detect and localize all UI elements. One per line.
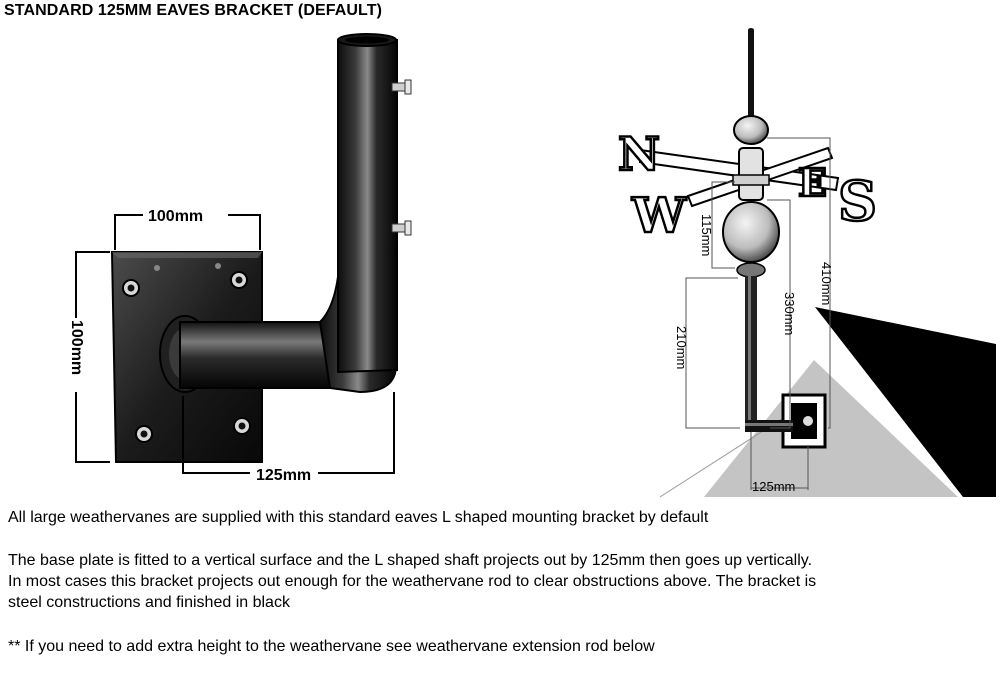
dim-410: 410mm bbox=[819, 262, 834, 305]
dim-125-vane: 125mm bbox=[752, 479, 795, 494]
set-screw-top bbox=[391, 79, 412, 95]
roof-black-shape bbox=[815, 307, 996, 497]
bracket-drawing bbox=[75, 33, 412, 474]
letter-e: E bbox=[798, 160, 827, 205]
dim-210: 210mm bbox=[674, 326, 689, 369]
letter-n: N bbox=[618, 127, 660, 181]
dim-projection: 125mm bbox=[256, 467, 311, 484]
dim-115: 115mm bbox=[699, 214, 714, 256]
description-line-2: In most cases this bracket projects out … bbox=[8, 573, 817, 590]
dim-330: 330mm bbox=[782, 292, 797, 335]
extension-note: ** If you need to add extra height to th… bbox=[8, 638, 655, 655]
roof-grey-triangle bbox=[704, 360, 958, 497]
description-line-3: steel constructions and finished in blac… bbox=[8, 594, 290, 611]
vane-dimension-lines bbox=[685, 137, 831, 490]
plate-holes bbox=[122, 263, 251, 443]
dim-plate-width: 100mm bbox=[148, 208, 203, 225]
illustration: N W E S bbox=[68, 28, 996, 498]
set-screw-bottom bbox=[391, 220, 412, 236]
dim-plate-height: 100mm bbox=[68, 320, 85, 375]
page-title: STANDARD 125MM EAVES BRACKET (DEFAULT) bbox=[4, 2, 383, 19]
bracket-dimension-lines bbox=[75, 214, 395, 474]
weathervane-drawing: N W E S bbox=[617, 28, 996, 498]
letter-w: W bbox=[631, 188, 687, 244]
description-line-1: The base plate is fitted to a vertical s… bbox=[8, 552, 813, 569]
letter-s: S bbox=[838, 169, 877, 233]
intro-paragraph: All large weathervanes are supplied with… bbox=[8, 509, 709, 526]
description-paragraph: The base plate is fitted to a vertical s… bbox=[8, 550, 998, 613]
